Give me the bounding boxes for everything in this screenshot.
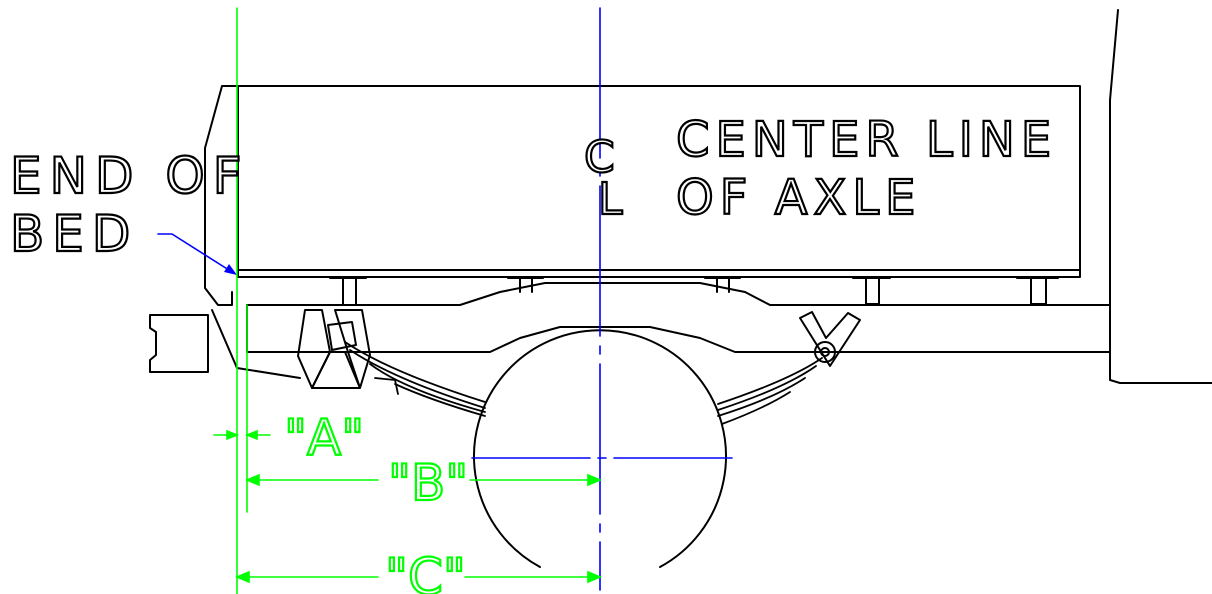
truck-bed [204,85,1081,306]
bed-box-outline [237,85,1081,278]
front-hanger-left [297,309,331,389]
hitch-block [149,314,209,373]
axle-centerline [471,7,733,591]
dimension-c-label: "C" [385,548,466,594]
dimension-b-arrow-left [244,473,260,487]
bed-support-5 [1016,277,1059,305]
end-of-bed-label-line1: END OF [10,147,250,205]
dimension-a-arrow-right [244,429,258,441]
front-shackle-body [311,351,361,389]
leader-arrowhead [224,264,237,275]
front-hanger-right [334,309,371,389]
dimension-c [234,570,603,584]
front-shackle-link [327,321,357,351]
center-line-label-line2: OF AXLE [676,170,921,226]
bed-support-1 [329,277,367,305]
end-of-bed-label-line2: BED [10,205,138,263]
rear-spring-hanger [799,311,861,367]
cab-outline [1109,9,1212,384]
dimension-a [213,429,271,441]
leaf-spring-left [344,341,486,417]
dimension-a-label: "A" [284,409,364,467]
rear-spring-eye-inner [820,347,830,357]
hitch-brace [211,309,301,379]
frame-rail [246,282,1111,353]
dimension-b-arrow-right [587,473,603,487]
leader-line [157,233,233,273]
bed-front-bumper [204,85,239,306]
dimension-c-arrow-right [587,570,603,584]
rear-hanger-bracket [799,311,861,367]
leaf-spring-right [717,357,823,425]
dimension-a-arrow-left [226,429,240,441]
center-line-label-line1: CENTER LINE [676,112,1057,168]
frame-rail-bottom [246,326,1111,353]
bed-supports [329,277,1059,305]
dimension-b [244,473,603,487]
end-of-bed-leader [157,233,237,275]
centerline-symbol-c: C [584,132,615,183]
dimension-b-label: "B" [388,454,468,512]
front-spring-hanger [297,309,371,389]
centerline-symbol-l: L [598,174,623,225]
rear-spring-eye-outer [814,341,836,363]
bed-support-4 [852,277,891,305]
dimension-c-arrow-left [234,570,250,584]
frame-rail-top [246,282,1111,306]
